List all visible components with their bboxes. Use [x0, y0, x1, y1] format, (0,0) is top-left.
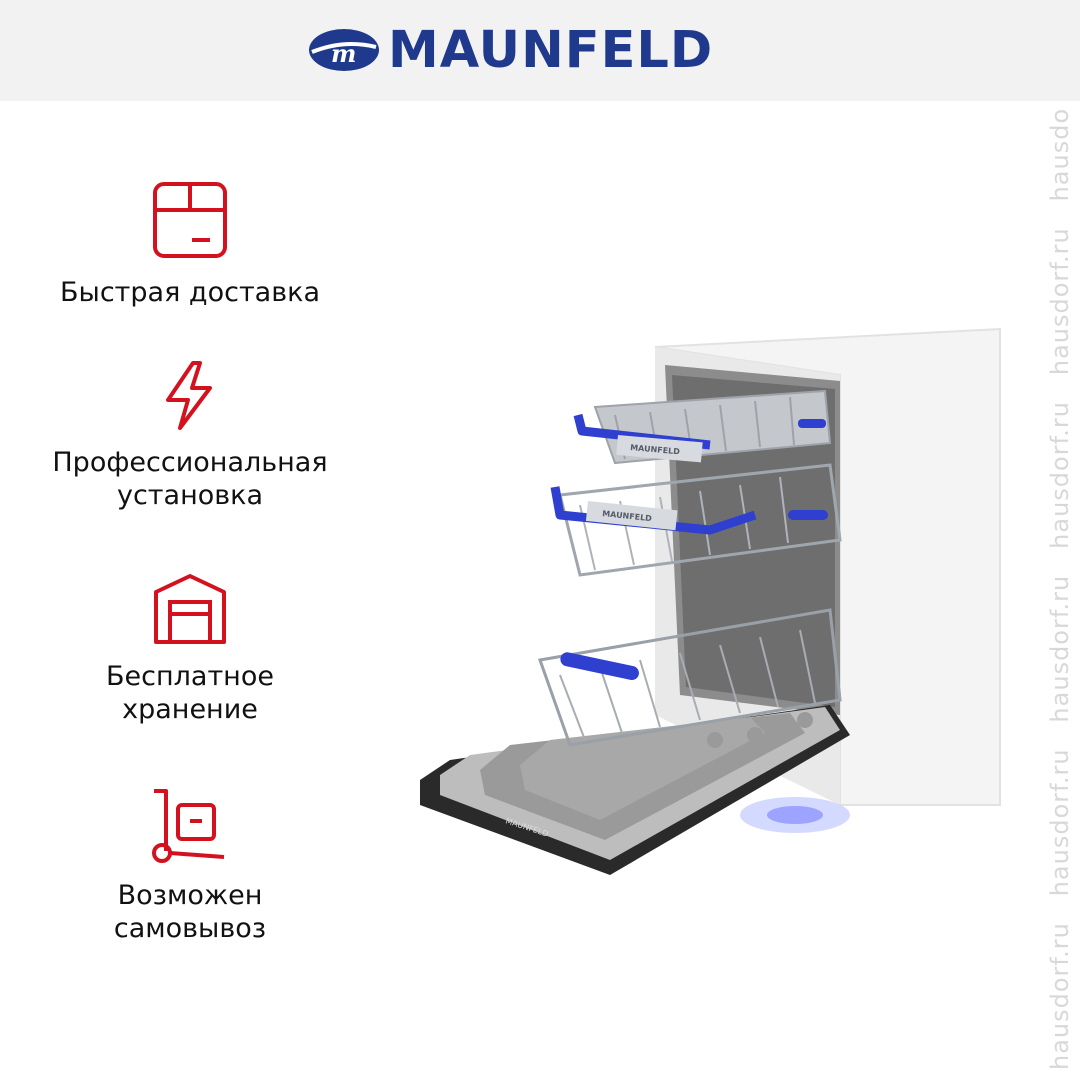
watermark-text: hausdorf.ru [1046, 110, 1074, 202]
feature-label-line: Возможен [117, 880, 263, 911]
lightning-icon [166, 361, 212, 430]
brand-header: m MAUNFELD [0, 0, 1080, 101]
watermark-text: hausdorf.ru [1046, 401, 1074, 549]
feature-installation: Профессиональная установка [20, 360, 360, 512]
feature-pickup: Возможен самовывоз [20, 785, 360, 945]
watermark: hausdorf.ru hausdorf.ru hausdorf.ru haus… [1040, 110, 1080, 1070]
maunfeld-logo: m MAUNFELD [308, 22, 713, 78]
top-cutlery-tray: MAUNFELD [573, 389, 832, 465]
feature-label-line: установка [116, 480, 264, 511]
svg-text:m: m [331, 39, 356, 68]
warehouse-icon [154, 574, 226, 644]
feature-fast-delivery: Быстрая доставка [20, 178, 360, 309]
rack-brand-label: MAUNFELD [630, 443, 681, 456]
hand-truck-icon [152, 789, 225, 863]
dishwasher-image: MAUNFELD MAUNFELD [420, 327, 1001, 875]
watermark-text: hausdorf.ru [1046, 574, 1074, 723]
feature-label-line: Профессиональная [52, 447, 328, 478]
lower-basket [537, 608, 842, 748]
maunfeld-emblem-icon: m [309, 29, 379, 71]
feature-label-line: хранение [122, 694, 258, 725]
watermark-text: hausdorf.ru [1046, 922, 1074, 1070]
watermark-text: hausdorf.ru [1046, 748, 1074, 897]
feature-label-line: самовывоз [113, 913, 267, 944]
feature-label-line: Быстрая доставка [60, 277, 320, 308]
brand-name: MAUNFELD [388, 20, 714, 80]
feature-label-line: Бесплатное [106, 661, 274, 692]
watermark-text: hausdorf.ru [1046, 227, 1074, 376]
box-icon [153, 182, 227, 258]
middle-basket: MAUNFELD [550, 463, 842, 577]
feature-free-storage: Бесплатное хранение [20, 572, 360, 726]
